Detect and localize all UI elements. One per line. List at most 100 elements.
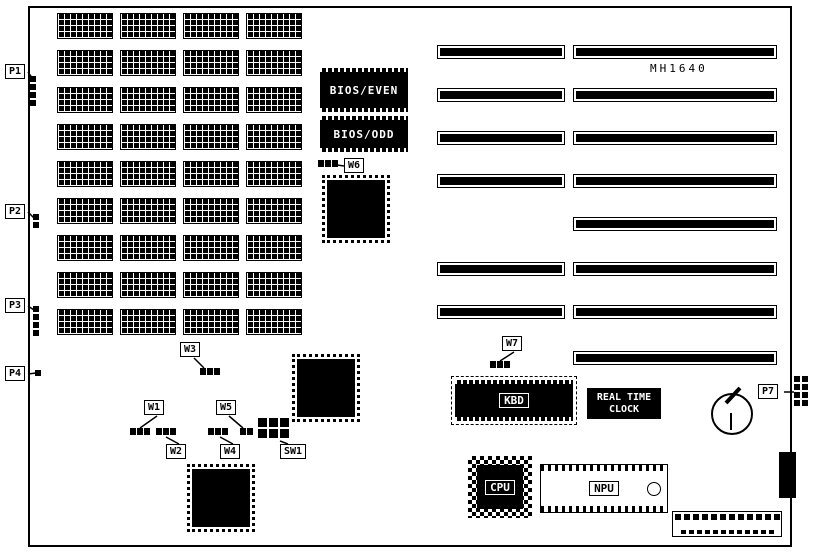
w7-jumper bbox=[490, 361, 510, 368]
bios-odd-label: BIOS/ODD bbox=[333, 127, 395, 141]
expansion-slot bbox=[437, 131, 565, 145]
pin bbox=[744, 530, 750, 534]
pin-row bbox=[674, 514, 780, 520]
pin bbox=[696, 530, 702, 534]
p4-callout: P4 bbox=[5, 366, 26, 381]
pin bbox=[170, 428, 176, 435]
kbd-label: KBD bbox=[499, 393, 529, 408]
pin bbox=[712, 530, 718, 534]
switch-pad bbox=[280, 418, 289, 427]
switch-pad bbox=[258, 429, 267, 438]
pin bbox=[794, 392, 800, 398]
pin bbox=[200, 368, 206, 375]
memory-chip bbox=[183, 198, 239, 224]
pin bbox=[490, 361, 496, 368]
npu-label: NPU bbox=[589, 481, 619, 496]
pin bbox=[35, 370, 41, 376]
npu-socket: NPU bbox=[540, 464, 668, 513]
switch-pad bbox=[258, 418, 267, 427]
rtc-label-line2: CLOCK bbox=[608, 403, 640, 415]
pin bbox=[752, 530, 758, 534]
expansion-slot bbox=[573, 88, 777, 102]
switch-pad bbox=[269, 429, 278, 438]
w1-callout: W1 bbox=[144, 400, 165, 415]
expansion-slot bbox=[437, 174, 565, 188]
memory-chip bbox=[57, 50, 113, 76]
expansion-slot bbox=[573, 45, 777, 59]
pin bbox=[33, 330, 39, 336]
sw1-dip-switch bbox=[258, 418, 289, 438]
pin bbox=[794, 384, 800, 390]
qfp-chip bbox=[322, 175, 390, 243]
pin-row bbox=[680, 530, 774, 534]
cpu-socket: CPU bbox=[468, 456, 532, 518]
expansion-slot bbox=[573, 305, 777, 319]
memory-chip bbox=[120, 50, 176, 76]
w7-callout: W7 bbox=[502, 336, 523, 351]
pin bbox=[802, 392, 808, 398]
pin bbox=[683, 514, 690, 520]
w1-jumper bbox=[130, 428, 150, 435]
pin bbox=[497, 361, 503, 368]
edge-connector bbox=[779, 452, 796, 498]
pin bbox=[33, 314, 39, 320]
memory-chip bbox=[120, 13, 176, 39]
memory-chip bbox=[57, 87, 113, 113]
pin bbox=[222, 428, 228, 435]
bios-odd-chip: BIOS/ODD bbox=[320, 116, 408, 152]
pin bbox=[794, 376, 800, 382]
p2-callout: P2 bbox=[5, 204, 26, 219]
pin bbox=[130, 428, 136, 435]
pin bbox=[737, 514, 744, 520]
memory-chip bbox=[120, 161, 176, 187]
memory-chip bbox=[183, 161, 239, 187]
pin bbox=[802, 400, 808, 406]
memory-chip bbox=[120, 309, 176, 335]
bios-even-label: BIOS/EVEN bbox=[329, 83, 399, 97]
npu-pin1-notch bbox=[647, 481, 661, 496]
pin bbox=[773, 514, 780, 520]
pin bbox=[688, 530, 694, 534]
pin bbox=[692, 514, 699, 520]
pin bbox=[728, 530, 734, 534]
memory-chip bbox=[183, 124, 239, 150]
pin bbox=[325, 160, 331, 167]
board-outline bbox=[28, 6, 792, 547]
p2-pins bbox=[33, 214, 39, 228]
pin bbox=[33, 222, 39, 228]
w4-jumper bbox=[208, 428, 228, 435]
w6-jumper bbox=[318, 160, 338, 167]
memory-chip bbox=[183, 272, 239, 298]
memory-chip bbox=[120, 235, 176, 261]
sw1-callout: SW1 bbox=[280, 444, 307, 459]
cpu-label: CPU bbox=[485, 479, 515, 495]
pin bbox=[701, 514, 708, 520]
memory-chip bbox=[246, 87, 302, 113]
w4-callout: W4 bbox=[220, 444, 241, 459]
expansion-slot bbox=[573, 351, 777, 365]
memory-chip bbox=[246, 272, 302, 298]
p7-callout: P7 bbox=[758, 384, 779, 399]
p4-pins bbox=[35, 370, 41, 376]
pin bbox=[30, 84, 36, 90]
memory-chip bbox=[246, 50, 302, 76]
switch-pad bbox=[269, 418, 278, 427]
pin bbox=[704, 530, 710, 534]
pin bbox=[720, 530, 726, 534]
memory-chip bbox=[57, 124, 113, 150]
board-model-text: MH1640 bbox=[650, 62, 708, 75]
memory-chip bbox=[183, 87, 239, 113]
kbd-chip: KBD bbox=[451, 376, 577, 425]
memory-chip bbox=[57, 198, 113, 224]
memory-chip bbox=[183, 50, 239, 76]
memory-chip bbox=[246, 198, 302, 224]
memory-chip bbox=[57, 272, 113, 298]
qfp-chip bbox=[292, 354, 360, 422]
expansion-slot bbox=[573, 131, 777, 145]
expansion-slot bbox=[573, 217, 777, 231]
pin bbox=[144, 428, 150, 435]
p3-pins bbox=[33, 306, 39, 336]
bottom-pin-header bbox=[672, 511, 782, 537]
qfp-chip bbox=[187, 464, 255, 532]
memory-chip bbox=[120, 272, 176, 298]
